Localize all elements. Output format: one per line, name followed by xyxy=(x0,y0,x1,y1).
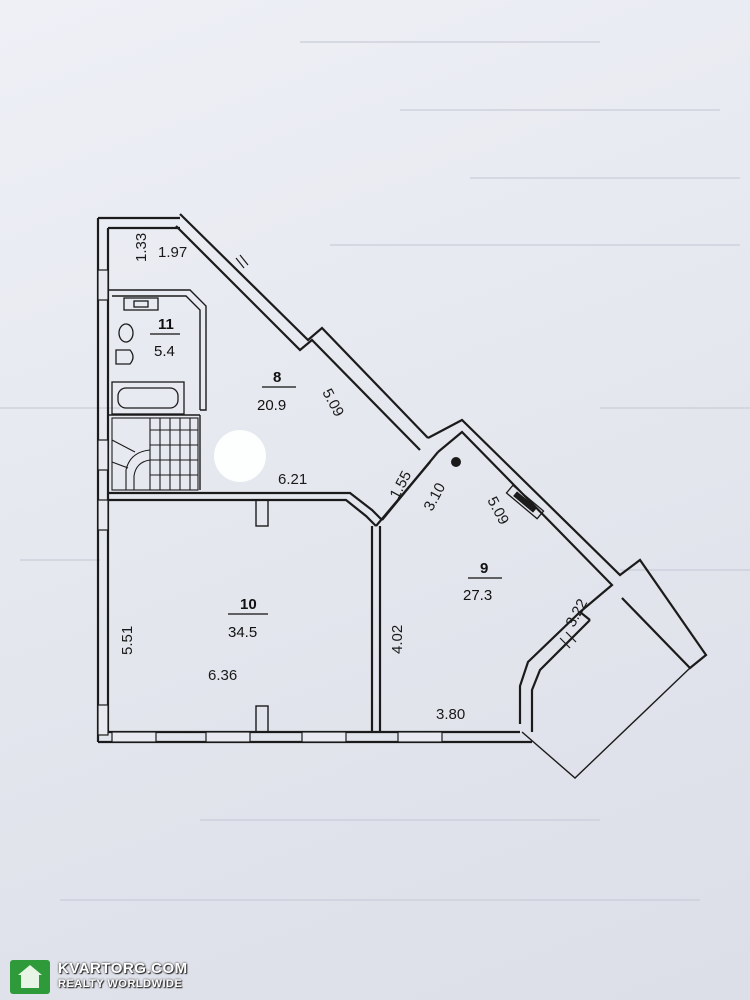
room-9-area: 27.3 xyxy=(463,587,492,604)
wall-balcony-side xyxy=(530,619,591,732)
watermark-brand: KVARTORG.COM xyxy=(58,960,188,977)
wall-8-10 xyxy=(108,491,383,521)
room-11-area: 5.4 xyxy=(154,343,175,360)
riser-dot xyxy=(451,457,461,467)
sink xyxy=(123,297,159,311)
bathroom-fixtures xyxy=(111,297,185,415)
wall-diagonal-room9-inner xyxy=(437,430,614,621)
windows-left xyxy=(97,269,109,736)
room-10-number: 10 xyxy=(240,596,257,613)
room-11-number: 11 xyxy=(158,316,174,333)
interior-walls xyxy=(108,289,439,733)
radiator-core xyxy=(513,491,537,513)
dim-1-97: 1.97 xyxy=(158,244,187,261)
dim-6-21: 6.21 xyxy=(278,471,307,488)
room9-fixtures xyxy=(451,457,545,520)
column-top xyxy=(255,499,269,527)
room-labels: 11 5.4 8 20.9 9 27.3 10 34.5 xyxy=(150,316,502,641)
column-bottom xyxy=(255,705,269,733)
wall-8-10-inner xyxy=(108,498,377,527)
room-9-number: 9 xyxy=(480,560,488,577)
wall-diagonal-room9 xyxy=(427,418,708,670)
dim-3-10: 3.10 xyxy=(421,480,450,514)
room-8-area: 20.9 xyxy=(257,397,286,414)
house-icon xyxy=(10,960,50,994)
bathtub xyxy=(111,381,185,415)
watermark-logo: KVARTORG.COM REALTY WORLDWIDE xyxy=(8,958,198,996)
windows-bottom xyxy=(111,731,443,743)
dim-5-09-room9: 5.09 xyxy=(483,494,512,528)
toilet xyxy=(118,323,134,343)
background-form-lines xyxy=(0,41,750,901)
balcony-outline xyxy=(521,597,691,779)
window-marks-diagonal xyxy=(235,254,577,649)
staircase xyxy=(111,417,199,491)
dim-5-51: 5.51 xyxy=(119,626,136,655)
watermark-tagline: REALTY WORLDWIDE xyxy=(58,978,183,990)
dim-4-02: 4.02 xyxy=(389,625,406,654)
dim-1-33: 1.33 xyxy=(133,233,150,262)
dim-5-09-room8: 5.09 xyxy=(318,386,347,420)
sink-bowl xyxy=(133,300,149,308)
blur-mark xyxy=(214,430,266,482)
dim-3-80: 3.80 xyxy=(436,706,465,723)
dim-3-22: 3.22 xyxy=(563,596,592,630)
room-8-number: 8 xyxy=(273,369,281,386)
bathroom-wall xyxy=(108,289,207,411)
radiator xyxy=(505,484,545,520)
wall-diagonal-room8-inner xyxy=(175,225,421,451)
dim-6-36: 6.36 xyxy=(208,667,237,684)
wall-8-9-inner xyxy=(375,461,431,527)
bidet xyxy=(115,349,134,365)
room-10-area: 34.5 xyxy=(228,624,257,641)
bathroom-wall-inner xyxy=(112,295,201,410)
wall-diagonal-room8 xyxy=(179,213,429,439)
bathtub-inner xyxy=(117,387,179,409)
wall-balcony-side-inner xyxy=(518,611,581,724)
